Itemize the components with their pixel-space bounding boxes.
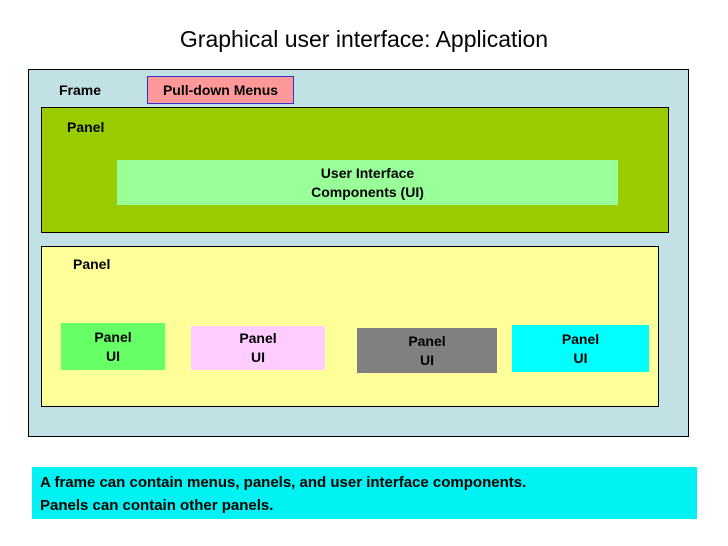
panel-ui-box-pink: Panel UI: [191, 326, 325, 370]
panel-ui-box-gray-line1: Panel: [408, 332, 446, 349]
frame-label: Frame: [59, 82, 102, 98]
panel-ui-box-gray-line2: UI: [420, 351, 434, 368]
pulldown-menus-label: Pull-down Menus: [162, 82, 279, 98]
frame-box: Frame Pull-down Menus Panel User Interfa…: [28, 69, 689, 437]
pulldown-menus-box: Pull-down Menus: [147, 76, 294, 104]
panel-ui-box-gray: Panel UI: [357, 328, 497, 373]
caption-line2: Panels can contain other panels.: [40, 497, 274, 514]
ui-components-line1: User Interface: [320, 164, 415, 181]
slide-title: Graphical user interface: Application: [179, 26, 549, 52]
bottom-panel: Panel Panel UI Panel UI Panel UI Panel U…: [41, 246, 659, 407]
ui-components-line2: Components (UI): [311, 183, 424, 200]
panel-ui-box-green: Panel UI: [61, 323, 165, 370]
panel-ui-box-cyan-line1: Panel: [561, 330, 600, 347]
panel-ui-box-green-line1: Panel: [94, 328, 132, 345]
panel-ui-box-pink-line1: Panel: [239, 330, 277, 346]
caption-banner: A frame can contain menus, panels, and u…: [32, 467, 697, 519]
top-panel-label: Panel: [67, 119, 105, 135]
bottom-panel-label: Panel: [73, 256, 111, 272]
ui-components-box: User Interface Components (UI): [117, 160, 618, 205]
panel-ui-box-cyan: Panel UI: [512, 325, 649, 372]
panel-ui-box-cyan-line2: UI: [573, 349, 588, 366]
caption-line1: A frame can contain menus, panels, and u…: [40, 474, 527, 491]
top-panel: Panel User Interface Components (UI): [41, 107, 669, 233]
panel-ui-box-green-line2: UI: [106, 347, 120, 364]
panel-ui-box-pink-line2: UI: [251, 349, 265, 365]
